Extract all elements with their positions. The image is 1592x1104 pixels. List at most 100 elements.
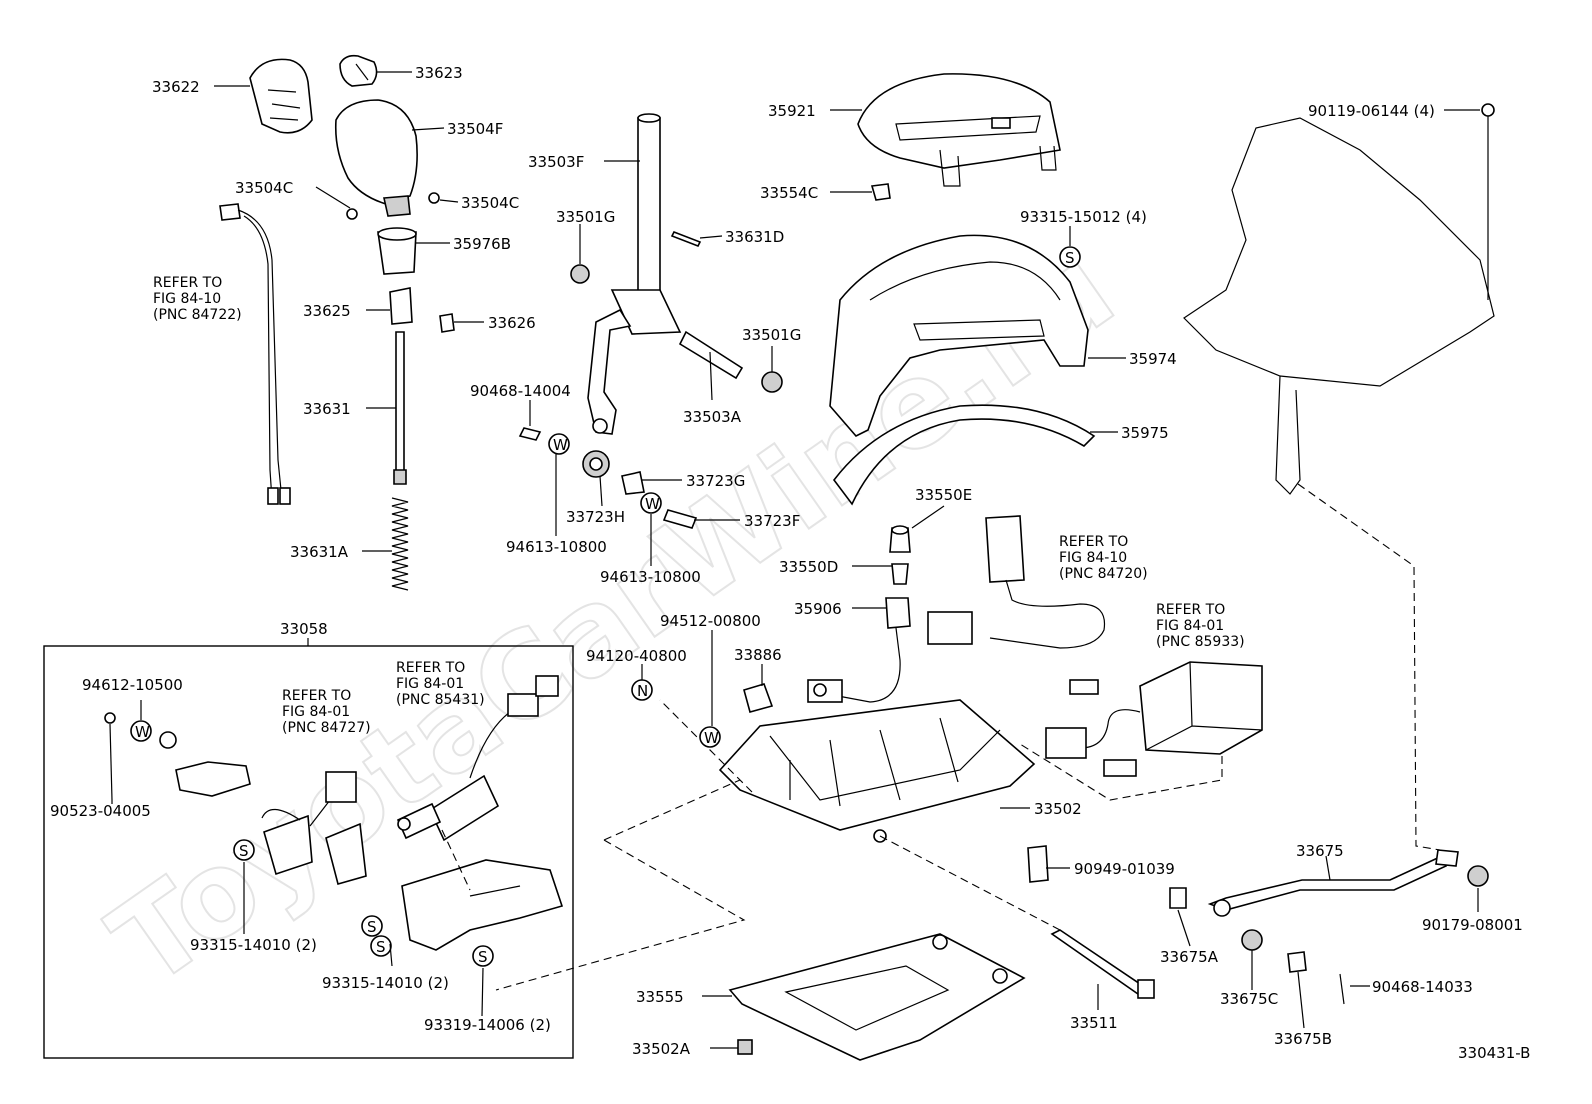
callout-33631a: 33631A — [290, 543, 349, 561]
lever-pin-part — [518, 230, 702, 441]
callout-35975: 35975 — [1121, 424, 1169, 442]
switch-wire-part — [219, 203, 291, 505]
callout-90179-08001: 90179-08001 — [1422, 916, 1523, 934]
marker-s-1: S — [1059, 246, 1081, 268]
svg-text:S: S — [478, 948, 488, 966]
neutral-switch-part — [927, 515, 1106, 649]
svg-text:FIG 84-01: FIG 84-01 — [1156, 618, 1224, 634]
linkage-dashed-line — [1297, 483, 1441, 851]
marker-w-4: W — [130, 720, 152, 742]
svg-text:S: S — [367, 918, 377, 936]
svg-text:W: W — [704, 729, 719, 747]
control-module-part — [1019, 661, 1263, 801]
leader-lines — [111, 71, 1480, 1049]
base-plate-part — [718, 683, 1036, 843]
inset-label: 33058 — [280, 620, 328, 638]
callout-93315-14010-b: 93315-14010 (2) — [322, 974, 449, 992]
indicator-housing-part — [857, 73, 1061, 187]
slide-cover-part — [832, 404, 1096, 506]
knob-cover-part — [249, 58, 313, 134]
callout-33501g-upper: 33501G — [556, 208, 615, 226]
knob-adapter-part — [377, 227, 417, 275]
callout-90468-14004: 90468-14004 — [470, 382, 571, 400]
svg-text:S: S — [239, 842, 249, 860]
callout-33504c-left: 33504C — [235, 179, 293, 197]
knob-screw-part — [346, 192, 440, 220]
callout-35921: 35921 — [768, 102, 816, 120]
callout-33504c-right: 33504C — [461, 194, 519, 212]
pivot-bolt-part — [1050, 929, 1155, 999]
detent-spring-part — [1027, 845, 1049, 883]
marker-w-2: W — [640, 492, 662, 514]
svg-text:REFER TO: REFER TO — [1156, 602, 1225, 618]
position-plate-part — [829, 234, 1089, 437]
rod-clip-part — [389, 287, 455, 333]
callout-94612-10500: 94612-10500 — [82, 676, 183, 694]
marker-w-3: W — [699, 726, 721, 748]
bottom-cover-part — [728, 933, 1026, 1061]
svg-text:(PNC 84720): (PNC 84720) — [1059, 566, 1148, 582]
svg-text:(PNC 85933): (PNC 85933) — [1156, 634, 1245, 650]
callout-93315-15012: 93315-15012 (4) — [1020, 208, 1147, 226]
transmission-housing-part — [1183, 103, 1495, 495]
svg-text:N: N — [637, 682, 648, 700]
callout-93315-14010-a: 93315-14010 (2) — [190, 936, 317, 954]
refer-note-85431: REFER TO FIG 84-01 (PNC 85431) — [396, 660, 485, 708]
callout-33511: 33511 — [1070, 1014, 1118, 1032]
svg-text:(PNC 84722): (PNC 84722) — [153, 307, 242, 323]
svg-text:W: W — [553, 436, 568, 454]
shift-lock-switch-part — [104, 712, 367, 885]
callout-33675c: 33675C — [1220, 990, 1278, 1008]
shift-lock-bracket-part — [401, 829, 564, 951]
callout-labels: 33622 33623 33504F 33504C 33504C 35976B … — [50, 64, 1523, 1058]
push-rod-part — [393, 331, 407, 485]
callout-94613-10800-right: 94613-10800 — [600, 568, 701, 586]
callout-33501g-lower: 33501G — [742, 326, 801, 344]
callout-33675a: 33675A — [1160, 948, 1219, 966]
callout-35974: 35974 — [1129, 350, 1177, 368]
callout-33626: 33626 — [488, 314, 536, 332]
callout-94613-10800-left: 94613-10800 — [506, 538, 607, 556]
diagram-code: 330431-B — [1458, 1044, 1530, 1062]
callout-33502a: 33502A — [632, 1040, 691, 1058]
refer-note-84727: REFER TO FIG 84-01 (PNC 84727) — [282, 688, 371, 736]
svg-text:FIG 84-01: FIG 84-01 — [396, 676, 464, 692]
callout-33550e: 33550E — [915, 486, 972, 504]
rod-spring-part — [391, 497, 409, 591]
shift-lever-part — [587, 113, 744, 435]
svg-text:FIG 84-10: FIG 84-10 — [153, 291, 221, 307]
callout-33555: 33555 — [636, 988, 684, 1006]
callout-33550d: 33550D — [779, 558, 838, 576]
lever-bushing-part — [570, 264, 783, 393]
callout-90949-01039: 90949-01039 — [1074, 860, 1175, 878]
callout-33554c: 33554C — [760, 184, 818, 202]
svg-text:W: W — [135, 723, 150, 741]
control-rod-part — [1207, 849, 1459, 917]
callout-33631: 33631 — [303, 400, 351, 418]
bulb-part — [889, 525, 911, 585]
callout-35976b: 35976B — [453, 235, 511, 253]
callout-33503f: 33503F — [528, 153, 584, 171]
callout-35906: 35906 — [794, 600, 842, 618]
callout-93319-14006: 93319-14006 (2) — [424, 1016, 551, 1034]
refer-note-85933: REFER TO FIG 84-01 (PNC 85933) — [1156, 602, 1245, 650]
svg-text:(PNC 84727): (PNC 84727) — [282, 720, 371, 736]
refer-note-84720: REFER TO FIG 84-10 (PNC 84720) — [1059, 534, 1148, 582]
callout-33503a: 33503A — [683, 408, 742, 426]
marker-s-3: S — [361, 915, 383, 937]
callout-33886: 33886 — [734, 646, 782, 664]
button-cap-part — [339, 54, 378, 87]
svg-text:S: S — [1065, 249, 1075, 267]
refer-note-84722: REFER TO FIG 84-10 (PNC 84722) — [153, 275, 242, 323]
svg-text:REFER TO: REFER TO — [1059, 534, 1128, 550]
svg-text:W: W — [645, 495, 660, 513]
callout-33723g: 33723G — [686, 472, 745, 490]
callout-90468-14033: 90468-14033 — [1372, 978, 1473, 996]
svg-text:S: S — [376, 938, 386, 956]
marker-w-1: W — [548, 433, 570, 455]
lever-collar-part — [582, 450, 698, 529]
callout-33723f: 33723F — [744, 512, 800, 530]
callout-90119-06144: 90119-06144 (4) — [1308, 102, 1435, 120]
